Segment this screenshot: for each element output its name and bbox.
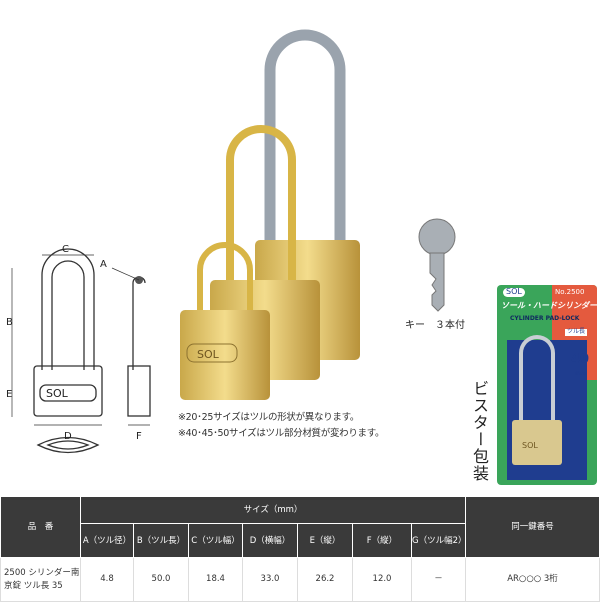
spec-table: 品 番 サイズ（mm） 同一鍵番号 A（ツル径） B（ツル長） C（ツル幅） D… bbox=[0, 496, 600, 602]
blister-size-unit: mm bbox=[575, 370, 587, 377]
header-c: C（ツル幅） bbox=[188, 523, 243, 558]
blister-title-en: CYLINDER PAD-LOCK bbox=[510, 315, 580, 322]
label-e: E bbox=[6, 389, 12, 400]
header-same-key: 同一鍵番号 bbox=[465, 496, 600, 558]
label-b: B bbox=[6, 317, 13, 328]
label-f: F bbox=[136, 431, 142, 442]
blister-size: 40 bbox=[571, 352, 590, 367]
header-size-group: サイズ（mm） bbox=[80, 496, 466, 524]
label-a: A bbox=[100, 259, 107, 270]
blister-model: No.2500 bbox=[555, 288, 585, 296]
note-2: ※40･45･50サイズはツル部分材質が変わります。 bbox=[178, 428, 385, 439]
blister-label: ビスター包装 bbox=[470, 380, 489, 482]
diagram-logo: SOL bbox=[46, 387, 69, 400]
cell-d: 33.0 bbox=[242, 557, 298, 602]
cell-product: 2500 シリンダー南京錠 ツル長 35 bbox=[0, 557, 81, 602]
header-b: B（ツル長） bbox=[133, 523, 189, 558]
table-row: 2500 シリンダー南京錠 ツル長 35 4.8 50.0 18.4 33.0 … bbox=[0, 557, 600, 602]
label-d: D bbox=[64, 431, 72, 442]
header-a: A（ツル径） bbox=[80, 523, 134, 558]
blister-brand: SOL bbox=[503, 287, 525, 297]
cell-c: 18.4 bbox=[188, 557, 243, 602]
photo-logo: SOL bbox=[197, 348, 220, 361]
cell-f: 12.0 bbox=[352, 557, 412, 602]
cell-g: － bbox=[411, 557, 466, 602]
header-e: E（縦） bbox=[297, 523, 353, 558]
key-image bbox=[418, 218, 456, 312]
note-1: ※20･25サイズはツルの形状が異なります。 bbox=[178, 412, 360, 423]
blister-logo: SOL bbox=[522, 441, 538, 450]
cell-a: 4.8 bbox=[80, 557, 134, 602]
blister-tag: ツル長 bbox=[565, 328, 588, 336]
cell-e: 26.2 bbox=[297, 557, 353, 602]
header-d: D（横幅） bbox=[242, 523, 298, 558]
blister-title-jp: ソール・ハードシリンダー bbox=[501, 301, 597, 310]
cell-same-key: AR○○○ 3桁 bbox=[465, 557, 600, 602]
padlock-photo: SOL bbox=[180, 29, 360, 400]
cell-b: 50.0 bbox=[133, 557, 189, 602]
key-label: キー ３本付 bbox=[405, 320, 465, 331]
header-g: G（ツル幅2） bbox=[411, 523, 467, 558]
header-f: F（縦） bbox=[352, 523, 412, 558]
lock-dimension-diagram: C A B E D F SOL bbox=[6, 244, 151, 454]
blister-package: SOL No.2500 ソール・ハードシリンダー CYLINDER PAD-LO… bbox=[497, 285, 597, 485]
header-product: 品 番 bbox=[0, 496, 81, 558]
label-c: C bbox=[62, 244, 69, 255]
